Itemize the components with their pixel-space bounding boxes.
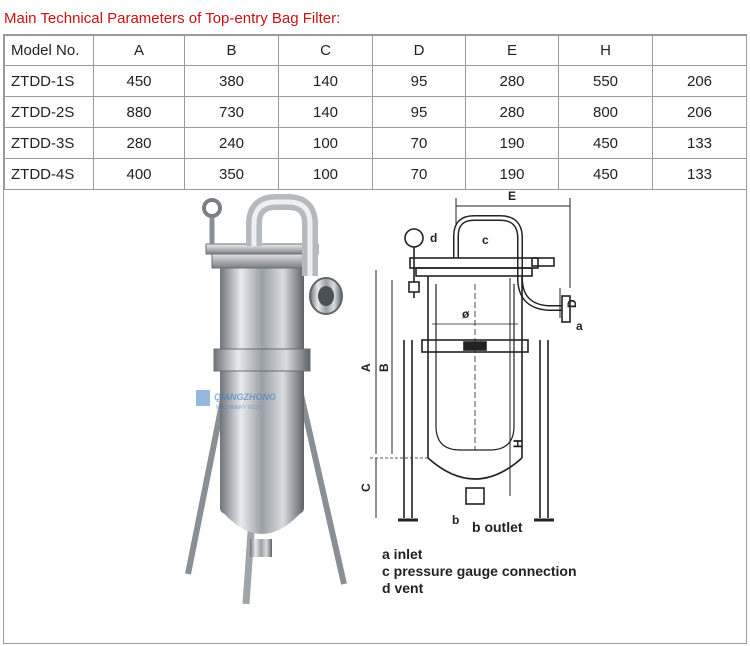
vent-symbol	[404, 228, 424, 248]
table-row: ZTDD-3S 280 240 100 70 190 450 133	[4, 127, 747, 159]
table-header-cell: E	[465, 35, 559, 66]
table-cell: 133	[652, 158, 747, 190]
table-cell: 800	[558, 96, 653, 128]
watermark-brand: QIANGZHONG	[214, 392, 276, 402]
vessel-bottom-outline	[427, 457, 523, 480]
table-header-cell	[652, 35, 747, 66]
label-h: H	[511, 439, 525, 448]
parameters-table: Model No. A B C D E H ZTDD-1S 450 380 14…	[4, 35, 747, 190]
table-cell: 70	[372, 158, 466, 190]
table-header-row: Model No. A B C D E H	[4, 35, 747, 66]
table-cell: 380	[184, 65, 279, 97]
table-cell: 206	[652, 65, 747, 97]
watermark-icon	[196, 390, 210, 406]
vent-bracket	[408, 281, 420, 293]
support-nut	[463, 341, 487, 351]
table-cell: 400	[93, 158, 185, 190]
vessel-body	[220, 264, 304, 514]
table-cell: 730	[184, 96, 279, 128]
table-row: ZTDD-2S 880 730 140 95 280 800 206	[4, 96, 747, 128]
table-cell: 190	[465, 127, 559, 159]
inlet-opening	[318, 286, 334, 306]
table-header-cell: A	[93, 35, 185, 66]
table-header-cell: D	[372, 35, 466, 66]
lid-hinge	[531, 257, 555, 267]
table-cell: 70	[372, 127, 466, 159]
table-cell: 95	[372, 65, 466, 97]
watermark-sub: MACHINERY TECH	[216, 405, 261, 411]
table-cell: 550	[558, 65, 653, 97]
table-cell: 140	[278, 96, 373, 128]
inlet-pipe-inner	[454, 216, 564, 310]
table-cell: 206	[652, 96, 747, 128]
label-d-vent: d	[430, 231, 437, 245]
watermark-logo	[196, 390, 210, 406]
label-e: E	[508, 189, 516, 203]
label-d-dimension: D	[565, 299, 579, 308]
table-cell: ZTDD-2S	[4, 96, 94, 128]
inlet-flange-outline	[561, 295, 571, 323]
label-a: A	[359, 363, 373, 372]
table-header-cell: Model No.	[4, 35, 94, 66]
table-cell: 450	[558, 158, 653, 190]
support-ring	[213, 348, 311, 372]
outlet-outline	[465, 487, 485, 505]
table-cell: 140	[278, 65, 373, 97]
label-b-outlet: b	[452, 513, 459, 526]
table-header-cell: C	[278, 35, 373, 66]
table-cell: 100	[278, 127, 373, 159]
label-a-inlet: a	[576, 319, 583, 333]
table-cell: ZTDD-3S	[4, 127, 94, 159]
table-cell: ZTDD-4S	[4, 158, 94, 190]
outlet-pipe	[250, 539, 272, 557]
table-cell: 350	[184, 158, 279, 190]
table-cell: 190	[465, 158, 559, 190]
page-title: Main Technical Parameters of Top-entry B…	[4, 10, 341, 27]
lid-flange-outline	[415, 267, 533, 277]
table-cell: 240	[184, 127, 279, 159]
label-diameter: ø	[462, 307, 470, 321]
table-cell: 95	[372, 96, 466, 128]
vessel-bottom	[220, 509, 304, 534]
table-cell: 280	[93, 127, 185, 159]
table-cell: 280	[465, 96, 559, 128]
inlet-pipe-highlight	[251, 199, 313, 276]
label-c: c	[482, 233, 489, 247]
bag-filter-photo: QIANGZHONG MACHINERY TECH	[185, 194, 347, 604]
table-cell: 280	[465, 65, 559, 97]
table-row: ZTDD-4S 400 350 100 70 190 450 133	[4, 158, 747, 190]
table-header-cell: H	[558, 35, 653, 66]
outlet-caption: b outlet	[472, 519, 523, 535]
table-cell: ZTDD-1S	[4, 65, 94, 97]
table-cell: 880	[93, 96, 185, 128]
diagram-legend: a inlet c pressure gauge connection d ve…	[382, 546, 577, 597]
technical-drawing: E d c D a ø A B H C b	[359, 189, 583, 526]
content-frame: Model No. A B C D E H ZTDD-1S 450 380 14…	[3, 34, 747, 644]
table-header-cell: B	[184, 35, 279, 66]
label-b: B	[377, 363, 391, 372]
legend-item-vent: d vent	[382, 580, 424, 596]
legend-item-inlet: a inlet	[382, 546, 423, 562]
table-cell: 450	[558, 127, 653, 159]
support-band-outline	[421, 339, 529, 353]
table-cell: 133	[652, 127, 747, 159]
table-cell: 450	[93, 65, 185, 97]
vent-valve	[202, 198, 222, 218]
table-row: ZTDD-1S 450 380 140 95 280 550 206	[4, 65, 747, 97]
legend-item-pressure-gauge: c pressure gauge connection	[382, 563, 577, 579]
table-cell: 100	[278, 158, 373, 190]
label-c-dimension: C	[359, 483, 373, 492]
